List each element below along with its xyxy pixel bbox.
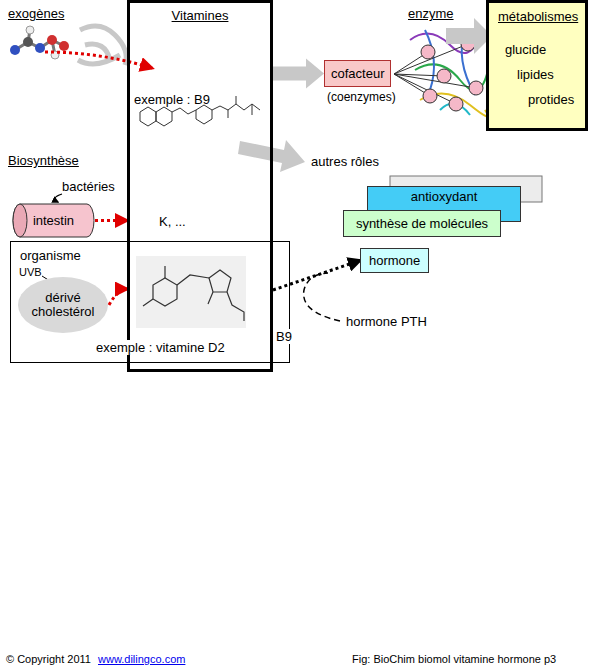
part-label: UVB bbox=[19, 265, 42, 280]
panel-title: Vitamines bbox=[130, 8, 270, 23]
copyright-note: © Copyright 2011 bbox=[6, 652, 91, 667]
cofactor-box: cofacteur(coenzymes) bbox=[324, 60, 391, 87]
dotted-red-arrow bbox=[109, 289, 127, 305]
bacteria-leader bbox=[55, 194, 62, 202]
metabolism-box: métabolismes glucide lipides protides bbox=[486, 0, 588, 131]
part-label: B9 bbox=[275, 329, 293, 344]
dotted-arrow bbox=[273, 261, 360, 291]
intake-arrow bbox=[45, 52, 152, 68]
box-label: synthèse de molécules bbox=[356, 216, 488, 231]
part-label: hormone PTH bbox=[346, 314, 427, 329]
note-text: (coenzymes) bbox=[327, 90, 396, 105]
box-title: métabolismes bbox=[498, 9, 578, 24]
vitamins-panel: Vitamines exemple : B9 K, ... bbox=[127, 0, 273, 372]
section-heading: exogènes bbox=[8, 6, 64, 21]
role-label: autres rôles bbox=[311, 154, 379, 169]
dotted-red-arrow bbox=[95, 219, 127, 222]
cholesterol-ellipse: dérivé cholestérol bbox=[17, 276, 109, 334]
figure-note: Fig: BioChim biomol vitamine hormone p3 bbox=[352, 652, 556, 667]
vitamin-structure bbox=[143, 266, 244, 321]
section-heading: Biosynthèse bbox=[8, 153, 79, 168]
vitamin-k-text: K, ... bbox=[159, 214, 186, 229]
exogenous-molecule bbox=[10, 26, 126, 65]
link-text: www.dilingco.com bbox=[98, 652, 185, 667]
box-label: hormone bbox=[369, 253, 420, 268]
pth-curve bbox=[304, 273, 340, 321]
hormone-box: hormone bbox=[360, 248, 429, 273]
box-title: organisme bbox=[20, 248, 81, 263]
box-label: dérivé cholestérol bbox=[23, 291, 103, 319]
section-heading: enzyme bbox=[408, 6, 454, 21]
example-text: exemple : vitamine D2 bbox=[95, 340, 226, 355]
molecule-ground bbox=[136, 256, 246, 328]
list-item: lipides bbox=[517, 67, 554, 82]
block-arrow bbox=[273, 59, 324, 89]
example-text: exemple : B9 bbox=[134, 92, 210, 107]
box-label: cofacteur bbox=[331, 66, 384, 81]
intestine-cylinder: intestin bbox=[12, 203, 95, 238]
box-label: intestin bbox=[33, 213, 74, 228]
synthesis-box: synthèse de molécules bbox=[343, 210, 501, 237]
part-label: bactéries bbox=[62, 179, 115, 194]
box-label: antioxydant bbox=[411, 189, 478, 204]
organism-box: organisme exemple : vitamine D2 dérivé cho… bbox=[10, 241, 290, 363]
list-item: protides bbox=[528, 92, 574, 107]
list-item: glucide bbox=[505, 42, 546, 57]
